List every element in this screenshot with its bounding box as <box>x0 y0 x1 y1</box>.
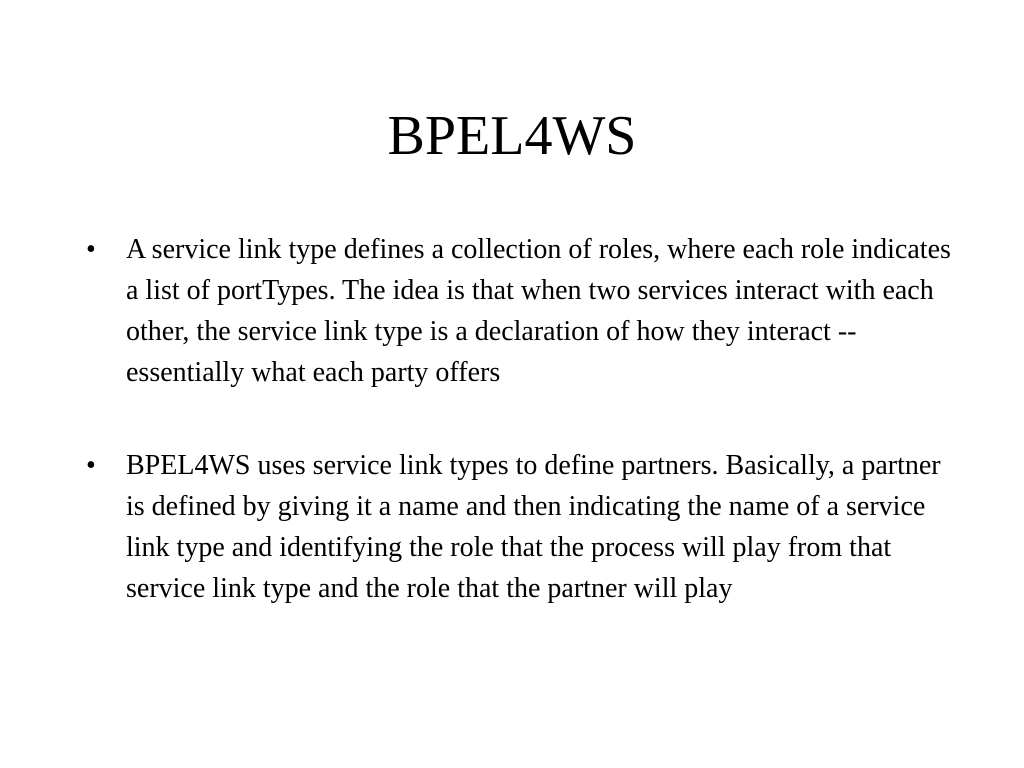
bullet-text: BPEL4WS uses service link types to defin… <box>126 450 941 604</box>
bullet-icon: • <box>86 234 96 265</box>
slide-title: BPEL4WS <box>387 105 637 167</box>
bullet-item: • A service link type defines a collecti… <box>80 229 960 393</box>
bullet-text: A service link type defines a collection… <box>126 234 951 388</box>
bullet-icon: • <box>86 450 96 481</box>
bullet-list: • A service link type defines a collecti… <box>80 229 960 661</box>
bullet-item: • BPEL4WS uses service link types to def… <box>80 445 960 609</box>
